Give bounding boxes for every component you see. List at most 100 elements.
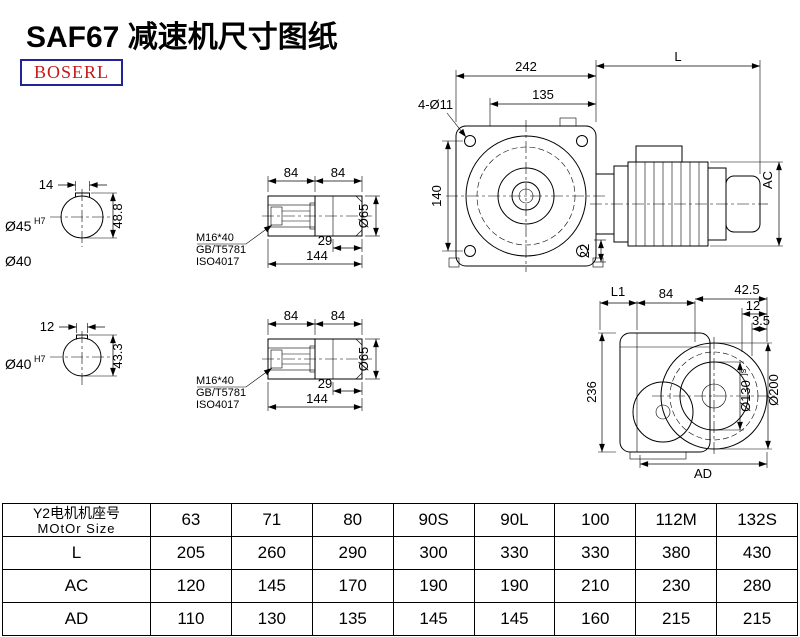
page-title: SAF67 减速机尺寸图纸: [26, 21, 338, 54]
bolt-standard-label: GB/T5781: [196, 387, 246, 399]
value-cell: 145: [473, 602, 556, 636]
size-cell: 100: [554, 503, 637, 537]
hub-wall-hatch: [267, 338, 316, 349]
hub-wall-hatch: [267, 369, 316, 380]
value-cell: 230: [635, 569, 718, 603]
dim-12: 12: [746, 298, 760, 313]
value-cell: 215: [635, 602, 718, 636]
shaft-side-top: 84 84 29 144 Ø65 M16*40 GB/T5781 ISO4017: [196, 165, 380, 268]
value-cell: 300: [392, 536, 475, 570]
value-cell: 135: [311, 602, 394, 636]
dim-l1: L1: [611, 284, 625, 299]
keyway-slot: [75, 192, 90, 198]
dim-keyway-height: 48.8: [110, 203, 125, 228]
size-cell: 132S: [716, 503, 798, 537]
dim-total-length: 144: [306, 391, 328, 406]
size-cell: 71: [230, 503, 313, 537]
table-row-AD: AD 110 130 135 145 145 160 215 215: [2, 602, 798, 636]
value-cell: 330: [473, 536, 556, 570]
size-cell: 112M: [635, 503, 718, 537]
dim-segment2: 84: [331, 308, 345, 323]
spigot-tolerance-label: js: [738, 368, 748, 376]
size-cell: 90S: [392, 503, 475, 537]
dim-foot-offset: 22: [577, 244, 592, 258]
value-cell: 205: [150, 536, 232, 570]
value-cell: 110: [150, 602, 232, 636]
value-cell: 330: [554, 536, 637, 570]
shaft-side-bottom: 84 84 29 144 Ø65 M16*40 GB/T5781 ISO4017: [196, 308, 380, 411]
row-label-cell: L: [2, 536, 151, 570]
mounting-foot: [629, 451, 687, 460]
leader-line: [197, 367, 273, 388]
dim-total-length: 144: [306, 248, 328, 263]
dim-flange-face: 135: [532, 87, 554, 102]
value-cell: 215: [716, 602, 798, 636]
leader-line: [446, 112, 467, 138]
shaft-section-top: 14 Ø45 H7 48.8 Ø40: [5, 177, 125, 269]
leader-line: [197, 224, 273, 245]
bolt-spec-label: M16*40: [196, 375, 234, 387]
dim-flange-diameter: Ø200: [766, 374, 781, 406]
value-cell: 190: [392, 569, 475, 603]
bolt-spec-label: M16*40: [196, 232, 234, 244]
size-cell: 63: [150, 503, 232, 537]
value-cell: 160: [554, 602, 637, 636]
size-cell: 90L: [473, 503, 556, 537]
value-cell: 210: [554, 569, 637, 603]
row-label-cell: AD: [2, 602, 151, 636]
value-cell: 290: [311, 536, 394, 570]
value-cell: 170: [311, 569, 394, 603]
dim-keyway-height: 43.3: [110, 343, 125, 368]
dim-motor-length: L: [674, 49, 681, 64]
mount-hole: [576, 245, 588, 257]
dim-hole-spacing: 140: [429, 185, 444, 207]
bore-tolerance-label: H7: [34, 354, 46, 364]
dim-42-5: 42.5: [734, 282, 759, 297]
value-cell: 260: [230, 536, 313, 570]
mount-hole: [464, 135, 476, 147]
hub-wall-hatch: [267, 195, 316, 206]
housing-lug: [559, 117, 577, 127]
mount-hole: [576, 135, 588, 147]
value-cell: 430: [716, 536, 798, 570]
dim-shaft-diameter: Ø65: [356, 347, 371, 372]
row-label-cell: AC: [2, 569, 151, 603]
dim-segment1: 84: [284, 165, 298, 180]
dim-shaft-diameter: Ø65: [356, 204, 371, 229]
motor-size-table: Y2电机机座号 MOtOr Size 63 71 80 90S 90L 100 …: [2, 503, 798, 636]
mount-hole: [464, 245, 476, 257]
gearbox-side-body: [619, 332, 711, 453]
size-cell: 80: [311, 503, 394, 537]
value-cell: 145: [392, 602, 475, 636]
shaft-section-bottom: 12 Ø40 H7 43.3: [5, 319, 125, 385]
table-row-AC: AC 120 145 170 190 190 210 230 280: [2, 569, 798, 603]
dim-spigot-diameter: Ø130: [738, 380, 753, 412]
table-row-sizes: Y2电机机座号 MOtOr Size 63 71 80 90S 90L 100 …: [2, 503, 798, 537]
dim-end-length: 29: [318, 233, 332, 248]
dim-84: 84: [659, 286, 673, 301]
dim-keyway-width: 12: [40, 319, 54, 334]
dim-ad: AD: [694, 466, 712, 481]
dim-keyway-width: 14: [39, 177, 53, 192]
motor-terminal-box: [635, 145, 683, 163]
bore-diameter-label: Ø45: [5, 218, 32, 234]
dim-3-5: 3.5: [752, 313, 770, 328]
bore-tolerance-label: H7: [34, 216, 46, 226]
value-cell: 380: [635, 536, 718, 570]
bore-diameter-label: Ø40: [5, 356, 32, 372]
value-cell: 190: [473, 569, 556, 603]
technical-drawing: 242 L 135 4-Ø11 140 22 AC: [5, 49, 783, 481]
value-cell: 120: [150, 569, 232, 603]
brand-logo-box: BOSERL: [20, 59, 123, 86]
table-row-L: L 205 260 290 300 330 330 380 430: [2, 536, 798, 570]
mount-holes-label: 4-Ø11: [418, 97, 453, 112]
dim-segment1: 84: [284, 308, 298, 323]
hub-wall-hatch: [267, 226, 316, 237]
shaft-diameter-label: Ø40: [5, 253, 32, 269]
housing-foot-left: [448, 257, 460, 268]
dim-end-length: 29: [318, 376, 332, 391]
brand-logo-text: BOSERL: [33, 62, 109, 82]
value-cell: 280: [716, 569, 798, 603]
table-header-cell: Y2电机机座号 MOtOr Size: [2, 503, 151, 537]
front-view: 242 L 135 4-Ø11 140 22 AC: [418, 49, 783, 272]
